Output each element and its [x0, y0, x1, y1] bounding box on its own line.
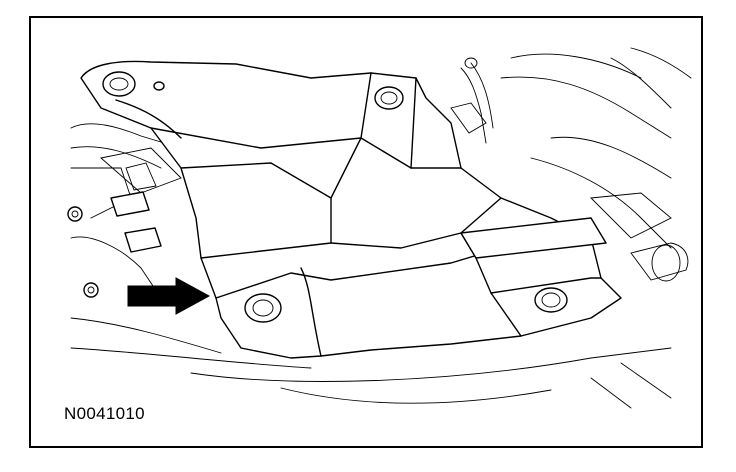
arrow-right-icon [127, 277, 211, 315]
left-fasteners [67, 191, 162, 298]
figure-frame: N0041010 [29, 16, 703, 448]
figure-id-label: N0041010 [64, 404, 145, 423]
splash-shield-illustration [67, 47, 692, 409]
background-components [70, 47, 692, 409]
splash-shield [80, 60, 622, 359]
